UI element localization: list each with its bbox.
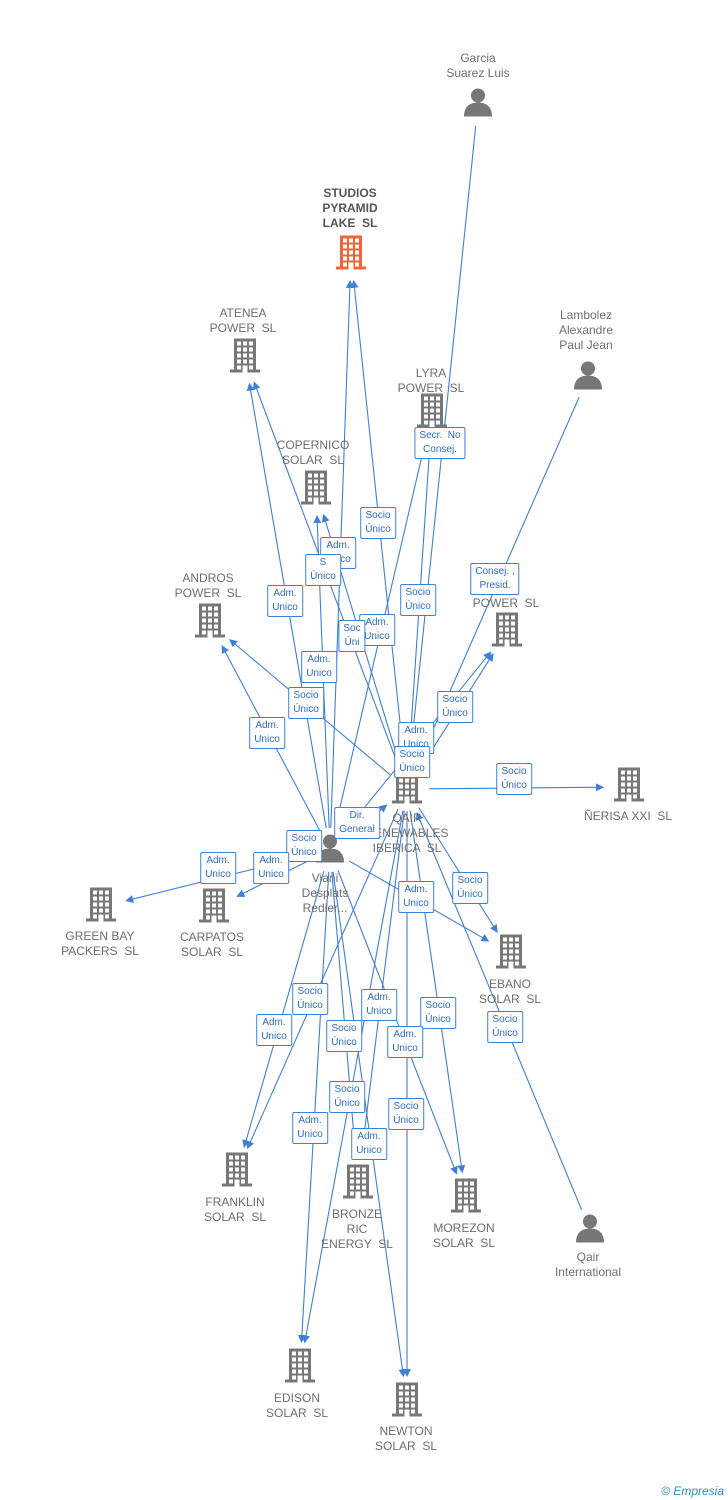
relation-badge: Dir. General [334,807,380,839]
node-label-andros[interactable]: ANDROS POWER SL [174,571,242,600]
node-label-qair[interactable]: QAIR RENEWABLES IBERICA SL [365,811,449,855]
person-icon[interactable] [463,87,493,122]
node-label-nerisa[interactable]: ÑERISA XXI SL [583,809,673,823]
relation-badge: Socio Único [286,830,322,862]
relation-badge: S Único [305,554,341,586]
relation-badge: Socio Único [288,687,324,719]
building-icon[interactable] [285,1348,315,1388]
relation-badge: Adm. Unico [398,881,434,913]
relation-badge: Socio Único [452,872,488,904]
relation-badge: Adm. Unico [351,1128,387,1160]
relation-badge: Socio Único [496,763,532,795]
relation-badge: Socio Único [326,1020,362,1052]
node-label-lambolez[interactable]: Lambolez Alexandre Paul Jean [558,308,614,352]
node-label-atenea[interactable]: ATENEA POWER SL [209,306,277,335]
building-icon[interactable] [492,612,522,652]
building-icon[interactable] [496,934,526,974]
copyright-symbol: © [661,1484,670,1498]
node-label-newton[interactable]: NEWTON SOLAR SL [374,1424,438,1453]
node-label-carpatos[interactable]: CARPATOS SOLAR SL [179,930,245,959]
edge-qair-ebano [418,807,498,933]
relation-badge: Adm. Unico [200,852,236,884]
building-icon[interactable] [230,338,260,378]
node-label-qairintl[interactable]: Qair International [554,1250,622,1279]
person-icon[interactable] [573,360,603,395]
node-label-garcia[interactable]: Garcia Suarez Luis [446,51,510,80]
building-icon[interactable] [417,393,447,433]
building-icon[interactable] [199,888,229,928]
relation-badge: Adm. Unico [387,1026,423,1058]
node-label-copernico[interactable]: COPERNICO SOLAR SL [276,438,350,467]
relation-badge: Adm. Unico [267,585,303,617]
focus-building-icon[interactable] [336,235,366,275]
building-icon[interactable] [301,470,331,510]
node-label-viani[interactable]: Viani Desplats Redier... [301,871,349,915]
relation-badge: Consej. , Presid. [470,563,520,595]
relation-badge: Socio Único [437,691,473,723]
relation-badge: Adm. Unico [256,1014,292,1046]
node-label-power[interactable]: POWER SL [472,596,540,610]
relation-badge: Socio Único [400,584,436,616]
relation-badge: Secr. No Consej. [414,427,466,459]
brand-logo[interactable]: Empresia [673,1484,724,1498]
footer-credit: © Empresia [661,1484,724,1498]
edge-qair-edison [302,810,404,1344]
building-icon[interactable] [195,603,225,643]
relation-badge: Adm. Unico [301,651,337,683]
building-icon[interactable] [614,767,644,807]
node-label-ebano[interactable]: EBANO SOLAR SL [478,977,542,1006]
relation-badge: Adm. Unico [249,717,285,749]
person-icon[interactable] [575,1213,605,1248]
relation-badge: Socio Único [329,1081,365,1113]
relation-badge: Adm. Unico [292,1112,328,1144]
relation-badge: Soc Úni [338,620,366,652]
building-icon[interactable] [343,1164,373,1204]
node-label-greenbay[interactable]: GREEN BAY PACKERS SL [61,929,139,958]
edge-viani-edison [297,871,330,1344]
node-label-edison[interactable]: EDISON SOLAR SL [265,1391,329,1420]
node-label-morezon[interactable]: MOREZON SOLAR SL [432,1221,496,1250]
edge-qair-morezon [409,810,466,1174]
node-label-lyra[interactable]: LYRA POWER SL [397,366,465,395]
relation-badge: Socio Único [360,507,396,539]
edge-viani-morezon [337,870,458,1175]
node-label-bronze[interactable]: BRONZE RIC ENERGY SL [321,1207,393,1251]
relation-badge: Adm. Unico [253,852,289,884]
relation-badge: Socio Único [420,997,456,1029]
person-icon[interactable] [315,833,345,868]
node-label-studios[interactable]: STUDIOS PYRAMID LAKE SL [322,186,378,230]
building-icon[interactable] [392,1382,422,1422]
edge-viani-franklin [242,870,325,1148]
relation-badge: Socio Único [394,746,430,778]
edge-viani-newton [332,871,407,1378]
relation-badge: Socio Único [388,1098,424,1130]
building-icon[interactable] [222,1152,252,1192]
building-icon[interactable] [86,887,116,927]
building-icon[interactable] [451,1178,481,1218]
node-label-franklin[interactable]: FRANKLIN SOLAR SL [203,1195,267,1224]
relation-badge: Adm. Unico [361,989,397,1021]
relation-badge: Socio Único [487,1011,523,1043]
relation-badge: Socio Único [292,983,328,1015]
